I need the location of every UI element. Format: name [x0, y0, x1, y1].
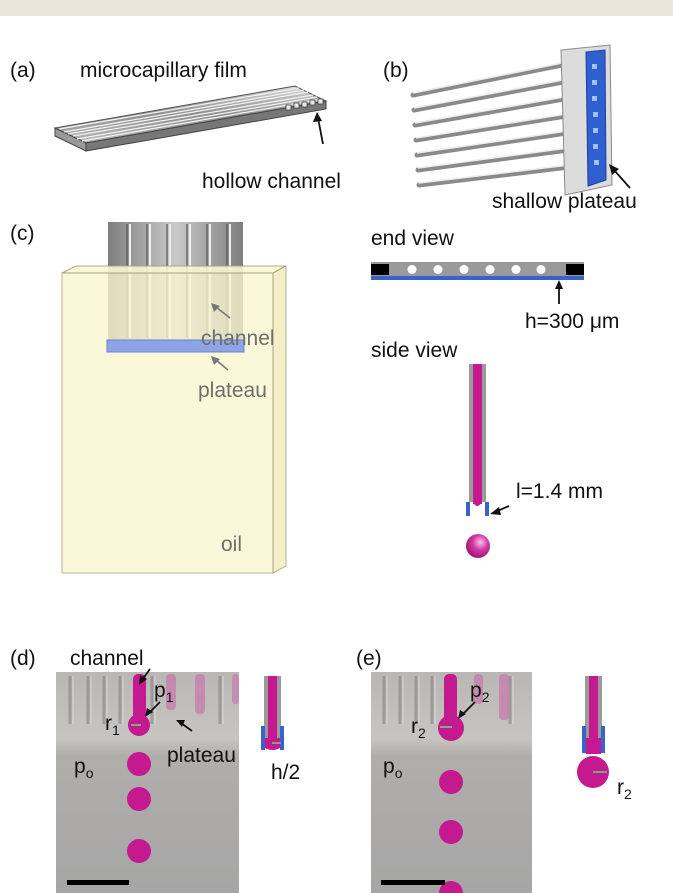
photo-d-channel-traces [68, 676, 222, 724]
schematic-d-liquid [268, 676, 277, 744]
photo-e-radius: r2 [411, 715, 426, 741]
photo-d-active-channel [133, 674, 146, 722]
end-view-right-cap [566, 264, 584, 275]
shallow-plateau-arrowhead [609, 164, 619, 175]
photo-d-outer-pressure: po [74, 755, 94, 781]
photo-d-droplet [127, 839, 151, 863]
hollow-channel-arrowhead [313, 112, 322, 122]
photo-d-channel-arrowhead [139, 675, 147, 685]
half-height-label: h/2 [271, 761, 300, 784]
photo-e-side-channel-2 [499, 674, 509, 720]
photo-e-channel-traces [382, 676, 512, 724]
photo-e-scale-bar [381, 880, 445, 885]
plateau-channel-ports [592, 64, 599, 165]
photo-e-channel-highlights [386, 676, 514, 724]
oil-bath [61, 272, 274, 574]
film-channel-lines [58, 87, 323, 142]
schematic-d-plateau-left [261, 726, 265, 750]
end-view-base [371, 276, 584, 280]
shallow-plateau-label: shallow plateau [492, 190, 637, 213]
photo-d [56, 672, 239, 893]
photo-d-side-channel-3 [232, 674, 239, 704]
photo-e-active-channel [444, 674, 457, 724]
oil-bath-side [272, 265, 287, 574]
hollow-channel-label: hollow channel [202, 170, 341, 193]
photo-d-side-channel-1 [166, 674, 176, 710]
hollow-channel-arrow [317, 117, 324, 145]
side-view-meniscus [473, 502, 482, 506]
side-view-plateau-left [466, 502, 470, 516]
photo-e-pressure-arrowhead [458, 710, 466, 719]
height-arrowhead [555, 280, 563, 289]
panel-d: (d) channel [10, 647, 300, 893]
photo-d-plateau-label: plateau [167, 744, 236, 767]
side-view-label: side view [371, 339, 458, 362]
panel-b: (b) [383, 44, 637, 213]
photo-e-forming-droplet [438, 715, 464, 741]
channel-label: channel [201, 327, 275, 350]
photo-d-droplet [127, 752, 151, 776]
panel-e: (e) p2 r2 po [356, 647, 632, 893]
plateau-pointer [215, 359, 229, 371]
photo-d-radius: r1 [105, 712, 120, 738]
panel-a-title: microcapillary film [80, 59, 247, 82]
panel-c-letter: (c) [10, 222, 35, 245]
photo-e-pressure: p2 [470, 679, 490, 705]
schematic-e-liquid [589, 676, 598, 746]
photo-e-droplet [439, 820, 463, 844]
length-label: l=1.4 mm [516, 480, 603, 503]
side-view-plateau-right [485, 502, 489, 516]
schematic-d-plateau-right [280, 726, 284, 750]
end-view-channels [407, 265, 546, 274]
plateau-pointer-head [211, 356, 220, 365]
plateau-label: plateau [198, 379, 267, 402]
panel-a-letter: (a) [10, 59, 36, 82]
photo-d-side-channel-2 [195, 674, 205, 714]
top-strip [0, 0, 673, 16]
shallow-plateau-block [585, 49, 607, 187]
photo-d-pressure: p1 [154, 679, 174, 705]
photo-d-plateau-arrowhead [176, 720, 185, 727]
photo-e-side-channel-1 [474, 674, 483, 704]
side-view: side view l=1.4 mm [371, 339, 603, 558]
photo-e-outer-pressure: po [383, 755, 403, 781]
oil-label: oil [221, 533, 242, 556]
height-label: h=300 μm [525, 310, 619, 333]
panel-b-letter: (b) [383, 59, 409, 82]
shallow-plateau-arrow [613, 169, 631, 189]
side-view-droplet [466, 534, 490, 558]
panel-d-letter: (d) [10, 647, 36, 670]
end-view: end view h=300 μm [371, 227, 619, 333]
photo-d-pressure-arrowhead [145, 708, 153, 717]
side-view-liquid [473, 364, 482, 504]
film-strand-highlights [412, 62, 570, 184]
plateau-bar [106, 339, 245, 353]
schematic-e-radius: r2 [617, 776, 632, 802]
panel-a: (a) microcapillary film hollow channel [10, 59, 341, 193]
end-view-label: end view [371, 227, 455, 250]
channel-pointer [215, 306, 231, 319]
film-strands [410, 62, 572, 188]
panel-c: (c) channel plateau oil [10, 222, 287, 574]
photo-e-droplet [439, 770, 463, 794]
schematic-e-plateau-left [582, 726, 586, 753]
panel-e-letter: (e) [356, 647, 382, 670]
photo-d-channel-label: channel [70, 647, 144, 670]
film-left-edge [54, 127, 87, 152]
photo-d-channel-highlights [72, 676, 224, 724]
schematic-d-meniscus [265, 738, 280, 750]
schematic-e-neck [586, 738, 601, 754]
oil-bath-top [61, 265, 287, 274]
end-view-left-cap [371, 264, 389, 275]
schematic-e-plateau-right [601, 726, 605, 753]
end-view-film [371, 262, 584, 277]
photo-d-scale-bar [67, 880, 129, 885]
length-arrowhead [490, 507, 501, 515]
photo-d-droplet [127, 787, 151, 811]
channel-pointer-head [211, 303, 220, 312]
film-channel-openings [285, 98, 324, 111]
